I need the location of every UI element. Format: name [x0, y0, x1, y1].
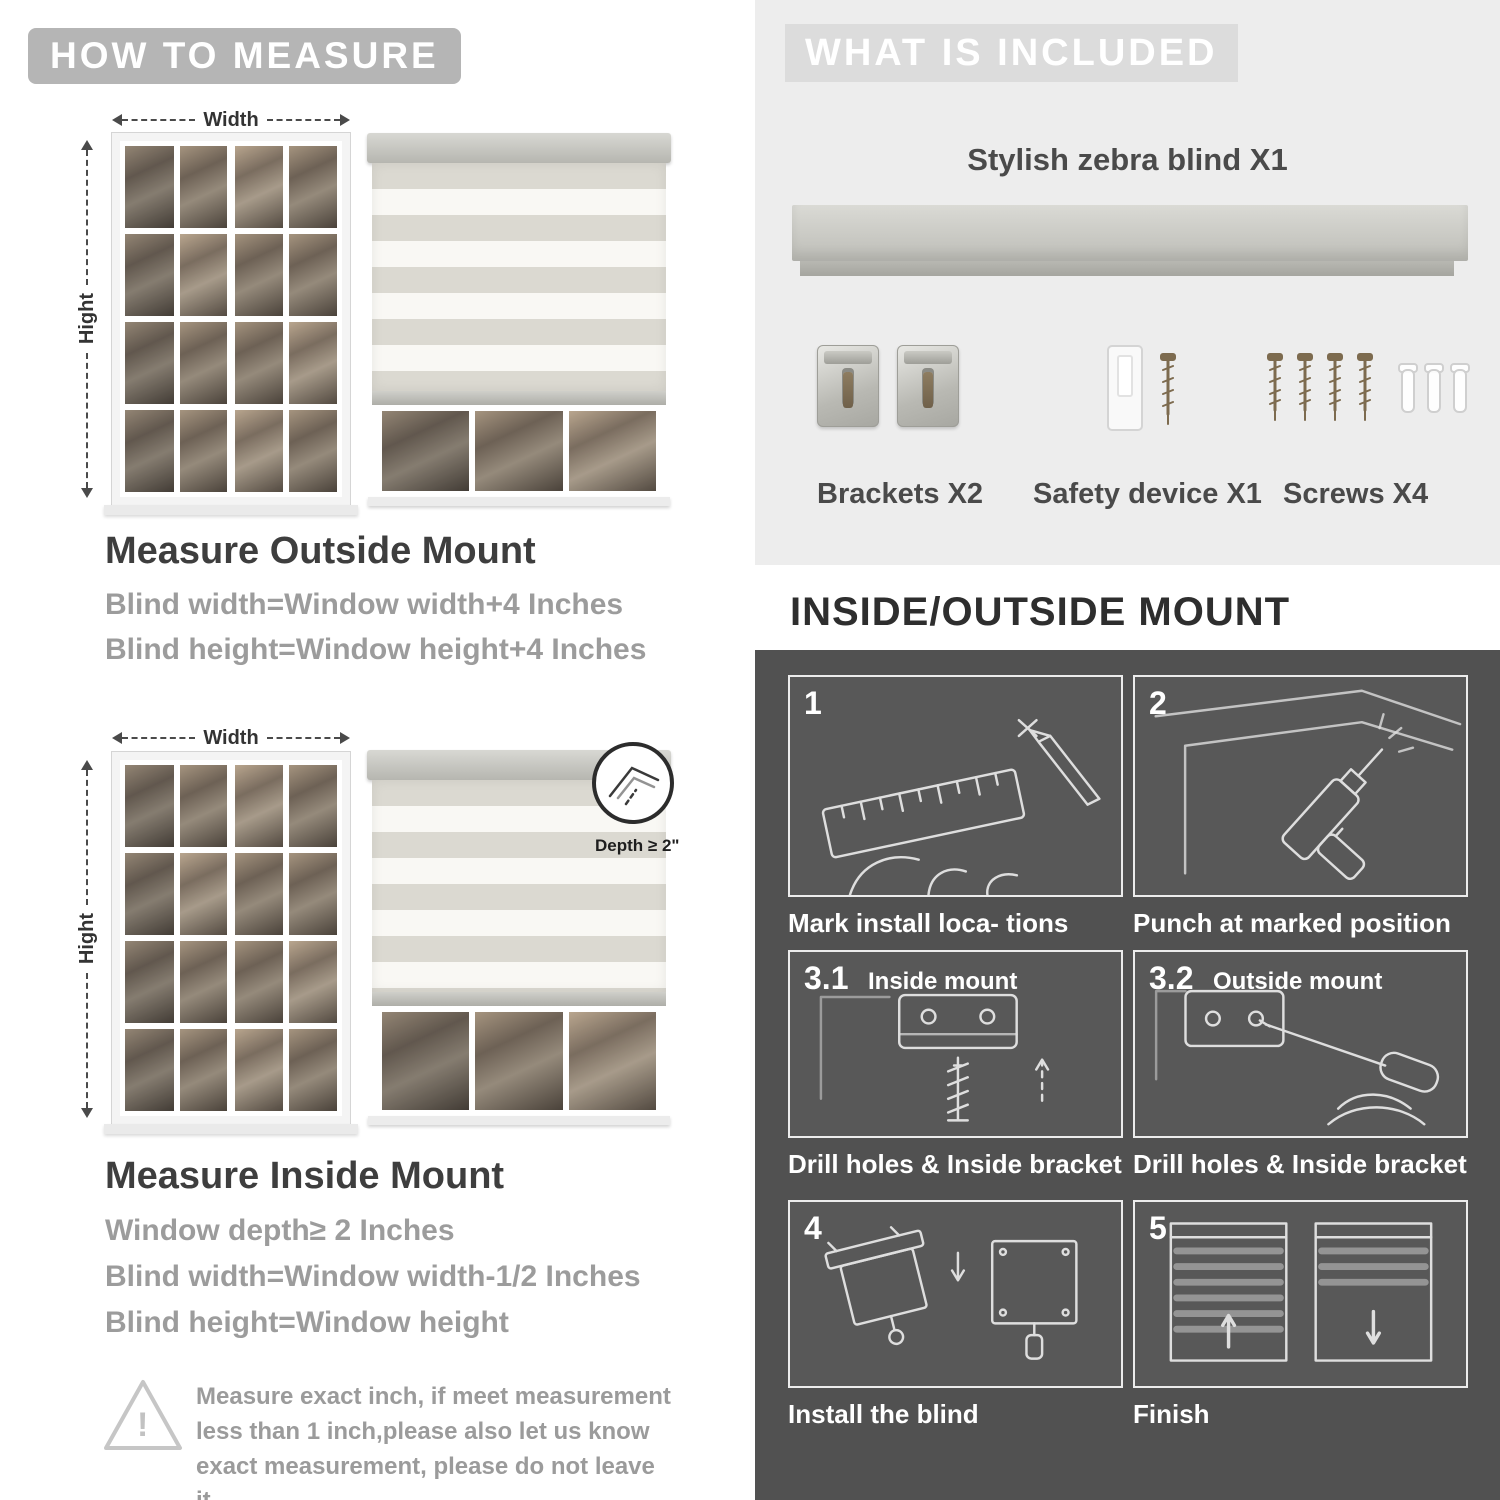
- zebra-blind-headrail: [792, 205, 1468, 276]
- bracket-icon: [897, 345, 959, 427]
- outside-bracket-illustration: [1154, 989, 1440, 1126]
- step-caption-3-2: Drill holes & Inside bracket: [1133, 1149, 1467, 1179]
- mark-locations-illustration: [821, 718, 1101, 895]
- outside-formula-width: Blind width=Window width+4 Inches: [105, 588, 624, 621]
- window-sill: [368, 497, 670, 506]
- arrow-down-icon: [81, 488, 93, 498]
- inside-mount-heading: Measure Inside Mount: [105, 1155, 505, 1197]
- brackets-label: Brackets X2: [817, 478, 984, 510]
- arrow-up-icon: [81, 760, 93, 770]
- what-is-included-header: WHAT IS INCLUDED: [785, 24, 1238, 82]
- width-measure-inside: Width: [112, 726, 351, 749]
- height-label: Hight: [75, 913, 98, 965]
- step-caption-3-1: Drill holes & Inside bracket: [788, 1149, 1122, 1179]
- safety-device-label: Safety device X1: [1033, 478, 1262, 510]
- step-box-2: 2: [1133, 675, 1468, 897]
- warning-exclamation: !: [137, 1406, 149, 1444]
- step-number: 4: [804, 1210, 822, 1246]
- install-blind-illustration: [824, 1226, 1078, 1360]
- corner-detail-icon: [608, 766, 660, 806]
- zebra-blind-outside: [367, 133, 671, 506]
- warning-text: Measure exact inch, if meet measurement …: [196, 1383, 671, 1500]
- step-box-3-1: 3.1 Inside mount: [788, 950, 1123, 1138]
- drill-illustration: [1154, 689, 1462, 881]
- inside-outside-mount-header: INSIDE/OUTSIDE MOUNT: [790, 590, 1291, 634]
- product-title: Stylish zebra blind X1: [967, 142, 1288, 177]
- step-caption-1: Mark install loca- tions: [788, 908, 1069, 938]
- width-measure-outside: Width: [112, 108, 351, 131]
- depth-note: Depth ≥ 2": [595, 836, 680, 855]
- safety-device-icon: [1107, 345, 1143, 431]
- arrow-right-icon: [340, 114, 351, 126]
- blind-bottom-rail: [372, 391, 666, 405]
- bracket-icon: [817, 345, 879, 427]
- mount-panel: INSIDE/OUTSIDE MOUNT 1 Mark install loca…: [755, 578, 1500, 1500]
- window-under-blind: [376, 405, 662, 497]
- blind-cassette: [367, 133, 671, 163]
- how-to-measure-header: HOW TO MEASURE: [28, 28, 461, 84]
- window-sill: [104, 1124, 358, 1134]
- step-caption-2: Punch at marked position: [1133, 908, 1451, 938]
- inside-formula-width: Blind width=Window width-1/2 Inches: [105, 1260, 641, 1293]
- window-photo-inside: [104, 752, 358, 1134]
- step-number: 3.1: [804, 960, 849, 996]
- step-number: 1: [804, 685, 822, 721]
- safety-screw-icon: [1160, 353, 1176, 425]
- step-caption-4: Install the blind: [788, 1399, 979, 1429]
- screws-label: Screws X4: [1283, 478, 1429, 510]
- included-panel: WHAT IS INCLUDED Stylish zebra blind X1: [755, 0, 1500, 565]
- step-number: 2: [1149, 685, 1167, 721]
- window-photo-outside: [104, 133, 358, 515]
- inside-bracket-illustration: [819, 993, 1050, 1122]
- height-measure-outside: Hight: [76, 140, 98, 498]
- step-box-4: 4: [788, 1200, 1123, 1388]
- width-label: Width: [203, 108, 259, 131]
- blind-bottom-rail: [372, 992, 666, 1006]
- outside-formula-height: Blind height=Window height+4 Inches: [105, 633, 647, 666]
- step-box-3-2: 3.2 Outside mount: [1133, 950, 1468, 1138]
- step-caption-5: Finish: [1133, 1399, 1210, 1429]
- step-title: Inside mount: [868, 968, 1018, 995]
- arrow-left-icon: [112, 732, 122, 744]
- finish-illustration: [1169, 1222, 1433, 1362]
- window-sill: [104, 505, 358, 515]
- arrow-up-icon: [81, 140, 93, 150]
- mount-header-band: INSIDE/OUTSIDE MOUNT: [755, 578, 1500, 650]
- zebra-fabric: [372, 163, 666, 391]
- inside-depth-rule: Window depth≥ 2 Inches: [105, 1214, 455, 1247]
- window-sill: [368, 1116, 670, 1125]
- arrow-down-icon: [81, 1108, 93, 1118]
- arrow-left-icon: [112, 114, 122, 126]
- step-box-1: 1: [788, 675, 1123, 897]
- window-under-blind: [376, 1006, 662, 1116]
- step-box-5: 5: [1133, 1200, 1468, 1388]
- screws-icon: [1267, 353, 1470, 421]
- outside-mount-heading: Measure Outside Mount: [105, 530, 536, 572]
- step-number: 5: [1149, 1210, 1167, 1246]
- inside-formula-height: Blind height=Window height: [105, 1306, 509, 1339]
- height-label: Hight: [75, 293, 98, 345]
- arrow-right-icon: [340, 732, 351, 744]
- warning-triangle-icon: !: [100, 1376, 190, 1460]
- depth-detail-circle: [592, 742, 674, 824]
- height-measure-inside: Hight: [76, 760, 98, 1118]
- width-label: Width: [203, 726, 259, 749]
